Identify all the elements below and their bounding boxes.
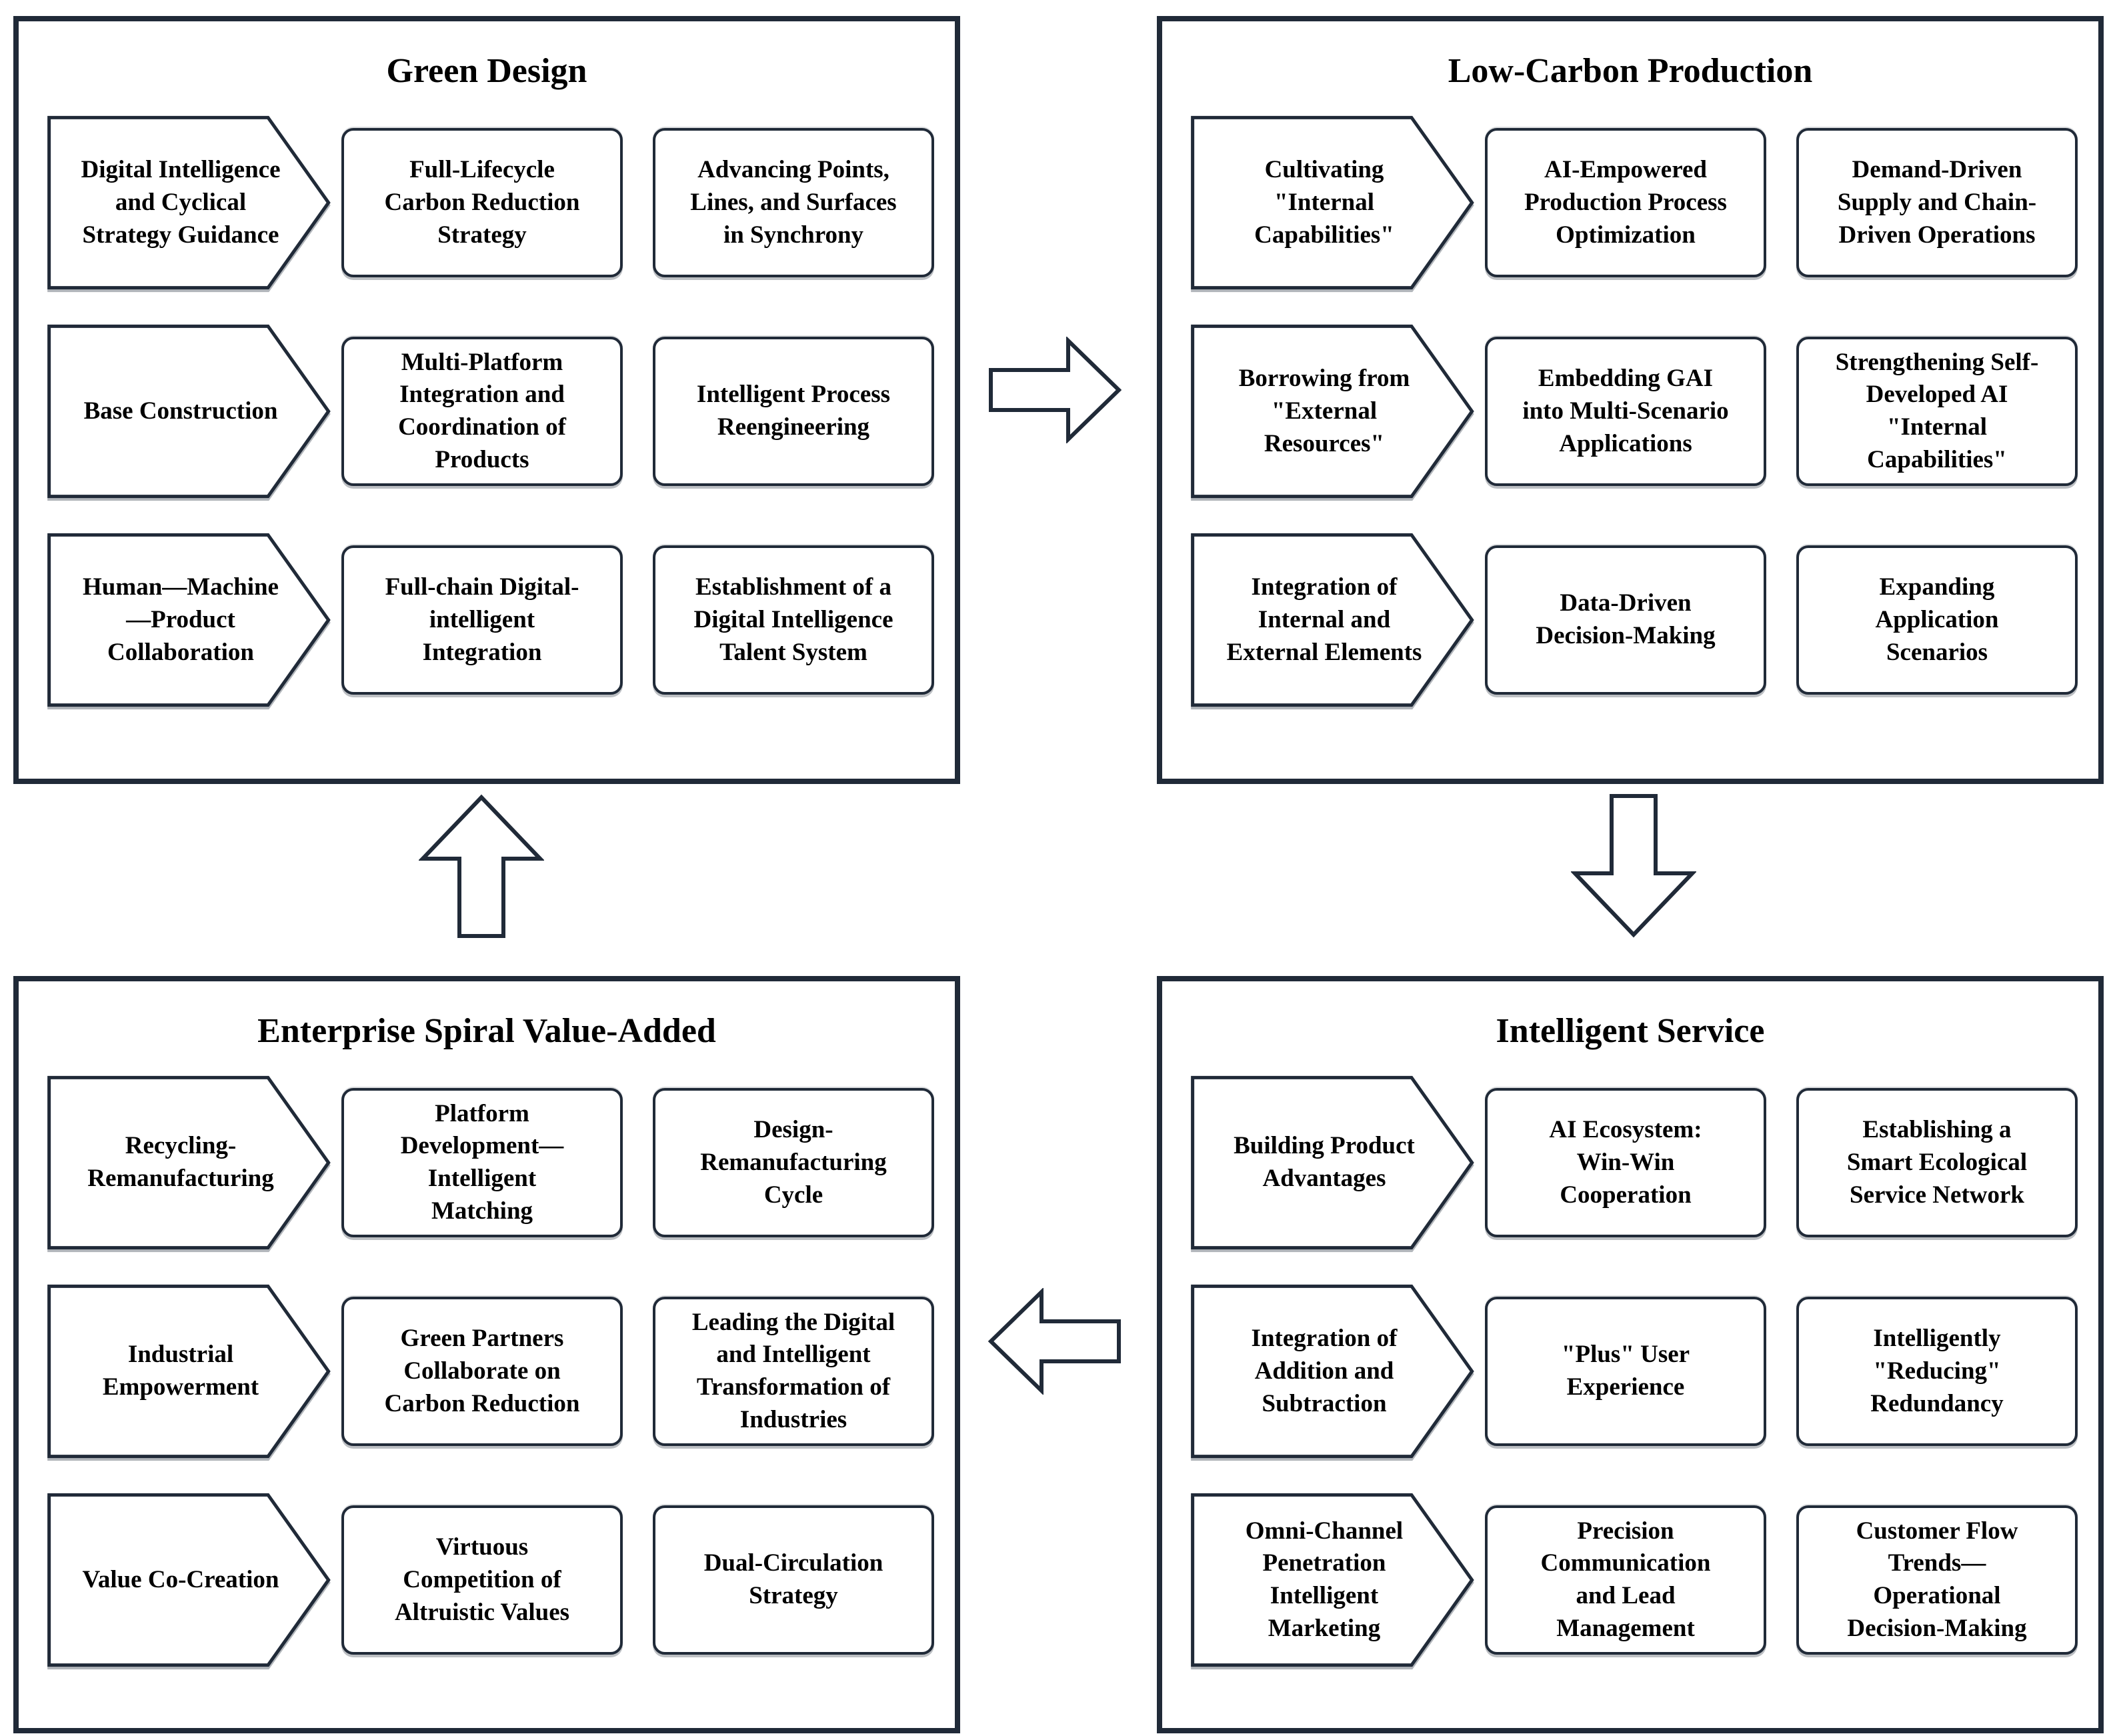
chevron-pentagon-icon (43, 1074, 331, 1251)
chevron-pentagon-icon (1187, 1074, 1475, 1251)
stage-label-arrow: Base Construction (43, 323, 331, 500)
panel-title: Intelligent Service (1496, 1012, 1765, 1050)
panel-row: Human—Machine —Product Collaboration Ful… (43, 531, 939, 709)
stage-label: Borrowing from "External Resources" (1238, 364, 1410, 457)
panel-rows: Cultivating "Internal Capabilities" AI-E… (1162, 114, 2098, 709)
flow-arrow-right-icon (988, 337, 1122, 443)
stage-label-arrow: Recycling- Remanufacturing (43, 1074, 331, 1251)
panel-row: Value Co-Creation Virtuous Competition o… (43, 1491, 939, 1669)
item-box: Intelligently "Reducing" Redundancy (1796, 1297, 2078, 1447)
item-box: Multi-Platform Integration and Coordinat… (341, 337, 623, 487)
panel-row: Integration of Addition and Subtraction … (1187, 1283, 2083, 1460)
item-box: Design- Remanufacturing Cycle (653, 1088, 934, 1238)
panel-row: Omni-Channel Penetration Intelligent Mar… (1187, 1491, 2083, 1669)
chevron-pentagon-icon (1187, 114, 1475, 291)
panel-row: Building Product Advantages AI Ecosystem… (1187, 1074, 2083, 1251)
item-box: Platform Development— Intelligent Matchi… (341, 1088, 623, 1238)
item-box: Virtuous Competition of Altruistic Value… (341, 1505, 623, 1655)
item-box: "Plus" User Experience (1485, 1297, 1766, 1447)
item-box: Full-Lifecycle Carbon Reduction Strategy (341, 128, 623, 278)
stage-label: Integration of Addition and Subtraction (1251, 1324, 1398, 1417)
chevron-pentagon-icon (43, 323, 331, 500)
chevron-pentagon-icon (1187, 531, 1475, 709)
panel-intelligent-service: Intelligent Service Building Product Adv… (1157, 976, 2104, 1733)
panel-row: Industrial Empowerment Green Partners Co… (43, 1283, 939, 1460)
stage-label-arrow: Value Co-Creation (43, 1491, 331, 1669)
stage-label-arrow: Integration of Addition and Subtraction (1187, 1283, 1475, 1460)
item-box: Demand-Driven Supply and Chain- Driven O… (1796, 128, 2078, 278)
item-box: Precision Communication and Lead Managem… (1485, 1505, 1766, 1655)
panel-green-design: Green Design Digital Intelligence and Cy… (13, 16, 960, 784)
item-box: Data-Driven Decision-Making (1485, 545, 1766, 695)
stage-label: Digital Intelligence and Cyclical Strate… (81, 155, 281, 249)
panel-rows: Digital Intelligence and Cyclical Strate… (19, 114, 955, 709)
panel-row: Digital Intelligence and Cyclical Strate… (43, 114, 939, 291)
stage-label: Human—Machine —Product Collaboration (83, 573, 279, 666)
stage-label-arrow: Industrial Empowerment (43, 1283, 331, 1460)
item-box: Dual-Circulation Strategy (653, 1505, 934, 1655)
item-box: Establishment of a Digital Intelligence … (653, 545, 934, 695)
item-box: Expanding Application Scenarios (1796, 545, 2078, 695)
item-box: Customer Flow Trends— Operational Decisi… (1796, 1505, 2078, 1655)
stage-label-arrow: Borrowing from "External Resources" (1187, 323, 1475, 500)
item-box: Establishing a Smart Ecological Service … (1796, 1088, 2078, 1238)
chevron-pentagon-icon (1187, 1283, 1475, 1460)
chevron-pentagon-icon (1187, 323, 1475, 500)
stage-label-arrow: Integration of Internal and External Ele… (1187, 531, 1475, 709)
flow-arrow-up-icon (419, 793, 544, 939)
chevron-pentagon-icon (43, 1283, 331, 1460)
panel-row: Borrowing from "External Resources" Embe… (1187, 323, 2083, 500)
stage-label: Building Product Advantages (1234, 1132, 1415, 1193)
flow-arrow-down-icon (1571, 793, 1696, 939)
chevron-pentagon-icon (43, 114, 331, 291)
panel-rows: Building Product Advantages AI Ecosystem… (1162, 1074, 2098, 1669)
item-box: AI Ecosystem: Win-Win Cooperation (1485, 1088, 1766, 1238)
stage-label: Base Construction (83, 397, 278, 425)
item-box: Leading the Digital and Intelligent Tran… (653, 1297, 934, 1447)
panel-title: Low-Carbon Production (1448, 52, 1813, 90)
stage-label: Industrial Empowerment (102, 1341, 259, 1401)
item-box: Green Partners Collaborate on Carbon Red… (341, 1297, 623, 1447)
stage-label: Recycling- Remanufacturing (87, 1132, 274, 1193)
panel-rows: Recycling- Remanufacturing Platform Deve… (19, 1074, 955, 1669)
chevron-pentagon-icon (1187, 1491, 1475, 1669)
panel-title: Green Design (386, 52, 587, 90)
panel-enterprise-spiral-value-added: Enterprise Spiral Value-Added Recycling-… (13, 976, 960, 1733)
item-box: Intelligent Process Reengineering (653, 337, 934, 487)
item-box: AI-Empowered Production Process Optimiza… (1485, 128, 1766, 278)
item-box: Embedding GAI into Multi-Scenario Applic… (1485, 337, 1766, 487)
flow-arrow-left-icon (988, 1288, 1122, 1395)
panel-title: Enterprise Spiral Value-Added (257, 1012, 716, 1050)
stage-label-arrow: Digital Intelligence and Cyclical Strate… (43, 114, 331, 291)
item-box: Strengthening Self- Developed AI "Intern… (1796, 337, 2078, 487)
stage-label: Cultivating "Internal Capabilities" (1254, 155, 1394, 249)
stage-label: Value Co-Creation (82, 1565, 279, 1593)
stage-label: Integration of Internal and External Ele… (1226, 573, 1422, 666)
panel-row: Integration of Internal and External Ele… (1187, 531, 2083, 709)
item-box: Advancing Points, Lines, and Surfaces in… (653, 128, 934, 278)
panel-row: Recycling- Remanufacturing Platform Deve… (43, 1074, 939, 1251)
panel-row: Base Construction Multi-Platform Integra… (43, 323, 939, 500)
stage-label-arrow: Building Product Advantages (1187, 1074, 1475, 1251)
chevron-pentagon-icon (43, 531, 331, 709)
stage-label-arrow: Human—Machine —Product Collaboration (43, 531, 331, 709)
chevron-pentagon-icon (43, 1491, 331, 1669)
stage-label: Omni-Channel Penetration Intelligent Mar… (1245, 1517, 1404, 1643)
panel-low-carbon-production: Low-Carbon Production Cultivating "Inter… (1157, 16, 2104, 784)
panel-row: Cultivating "Internal Capabilities" AI-E… (1187, 114, 2083, 291)
stage-label-arrow: Omni-Channel Penetration Intelligent Mar… (1187, 1491, 1475, 1669)
item-box: Full-chain Digital- intelligent Integrat… (341, 545, 623, 695)
stage-label-arrow: Cultivating "Internal Capabilities" (1187, 114, 1475, 291)
